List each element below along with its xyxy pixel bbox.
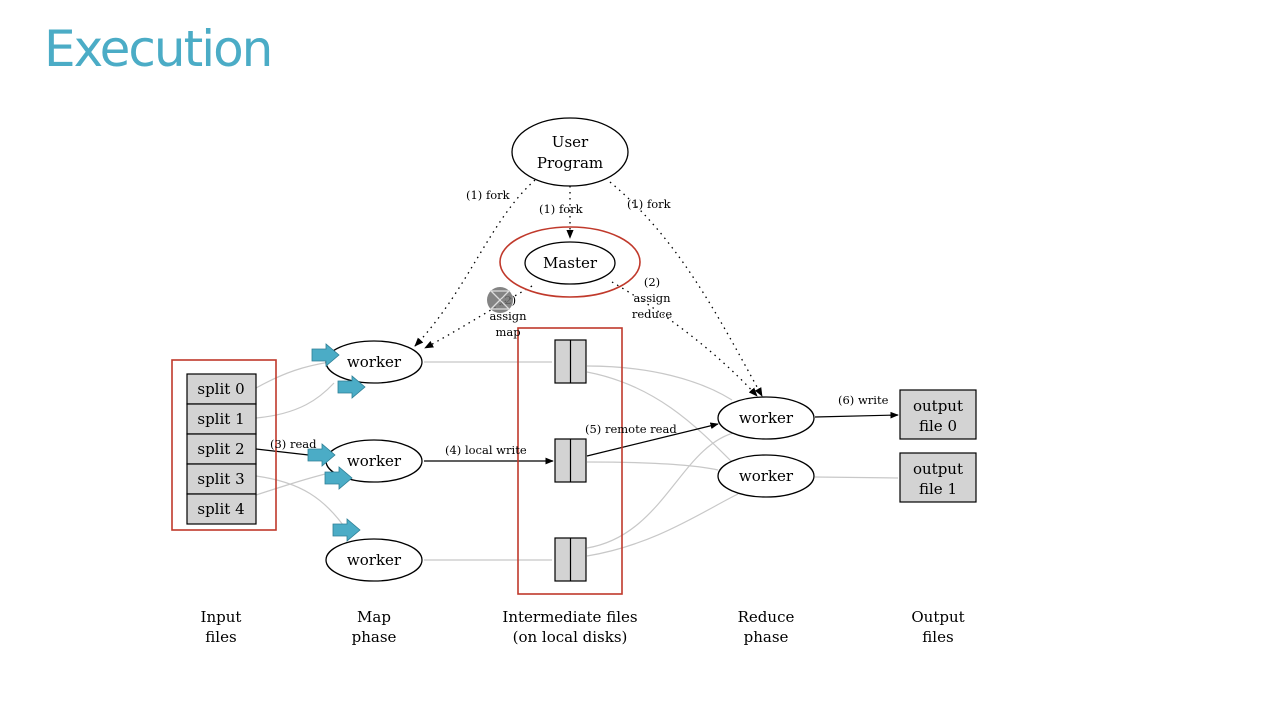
split-label: split 1 xyxy=(197,410,244,428)
edge-label-assign-reduce: assign xyxy=(633,291,671,305)
edge-master-assign-reduce xyxy=(611,281,758,397)
hourglass-icon xyxy=(487,287,513,313)
output-file-box xyxy=(899,389,977,440)
split-box xyxy=(186,463,257,495)
column-label-reduce: phase xyxy=(744,628,789,646)
edge-split4-worker2 xyxy=(255,471,335,496)
edge-file3-reducer2 xyxy=(586,493,739,557)
edge-split1-worker1 xyxy=(255,382,335,419)
output-file-label-line1: output xyxy=(913,397,963,415)
master-label: Master xyxy=(543,254,598,272)
edge-label-assign-reduce: (2) xyxy=(644,275,660,289)
master-highlight xyxy=(499,226,641,298)
pointer-arrow-icon xyxy=(324,466,353,490)
worker-label: worker xyxy=(347,452,402,470)
edge-split3-worker3 xyxy=(255,475,349,533)
edge-fork-to-reducer1 xyxy=(609,181,763,397)
split-label: split 2 xyxy=(197,440,244,458)
master-node xyxy=(524,241,616,285)
reduce-worker-node xyxy=(717,396,815,440)
edge-master-assign-map xyxy=(424,285,533,349)
edge-remote-read xyxy=(586,422,719,457)
edge-label-read: (3) read xyxy=(270,437,317,451)
worker-label: worker xyxy=(347,353,402,371)
column-label-input: files xyxy=(205,628,236,646)
pointer-arrow-icon xyxy=(311,343,340,367)
worker-label: worker xyxy=(739,467,794,485)
column-label-input: Input xyxy=(201,608,242,626)
input-files-highlight xyxy=(171,359,277,531)
edge-reducer2-output1 xyxy=(814,476,899,479)
intermediate-files xyxy=(554,339,587,582)
intermediate-files-highlight xyxy=(517,327,623,595)
column-label-intermediate: (on local disks) xyxy=(513,628,628,646)
edge-label-assign-reduce: reduce xyxy=(632,307,673,321)
column-label-intermediate: Intermediate files xyxy=(502,608,637,626)
pointer-arrow-icon xyxy=(307,443,336,467)
edge-file3-reducer1 xyxy=(586,431,738,549)
reduce-worker-node xyxy=(717,454,815,498)
edge-label-fork-mid: (1) fork xyxy=(539,202,584,216)
edge-fork-to-worker1 xyxy=(414,179,536,347)
split-box xyxy=(186,433,257,465)
split-label: split 4 xyxy=(197,500,244,518)
output-file-label-line2: file 0 xyxy=(919,417,957,435)
edge-file1-reducer2 xyxy=(586,371,733,463)
input-splits xyxy=(186,373,257,525)
edge-label-fork-right: (1) fork xyxy=(627,197,672,211)
edge-label-write: (6) write xyxy=(838,393,889,407)
pointer-arrows xyxy=(307,343,366,542)
edge-write-output0 xyxy=(814,411,899,419)
edge-label-local-write: (4) local write xyxy=(445,443,527,457)
pointer-arrow-icon xyxy=(332,518,361,542)
column-label-output: files xyxy=(922,628,953,646)
edge-file2-reducer2 xyxy=(586,461,719,471)
edge-label-remote-read: (5) remote read xyxy=(585,422,677,436)
edge-label-fork-left: (1) fork xyxy=(466,188,511,202)
edge-label-assign-map: map xyxy=(495,325,520,339)
user-program-node xyxy=(511,117,629,187)
user-program-label-line2: Program xyxy=(537,154,603,172)
column-label-map: phase xyxy=(352,628,397,646)
split-box xyxy=(186,493,257,525)
split-label: split 0 xyxy=(197,380,244,398)
output-file-label-line1: output xyxy=(913,460,963,478)
output-file-label-line2: file 1 xyxy=(919,480,957,498)
worker-label: worker xyxy=(739,409,794,427)
worker-label: worker xyxy=(347,551,402,569)
pointer-arrow-icon xyxy=(337,375,366,399)
output-file-box xyxy=(899,452,977,503)
edge-file1-reducer1 xyxy=(586,365,733,401)
control-edges xyxy=(414,179,763,397)
edge-split0-worker1 xyxy=(255,361,331,389)
column-label-map: Map xyxy=(357,608,391,626)
user-program-label-line1: User xyxy=(552,133,589,151)
split-label: split 3 xyxy=(197,470,244,488)
column-label-reduce: Reduce xyxy=(738,608,795,626)
faint-edges xyxy=(255,361,899,561)
column-label-output: Output xyxy=(911,608,964,626)
slide-title: Execution xyxy=(44,20,273,78)
map-worker-node xyxy=(325,538,423,582)
